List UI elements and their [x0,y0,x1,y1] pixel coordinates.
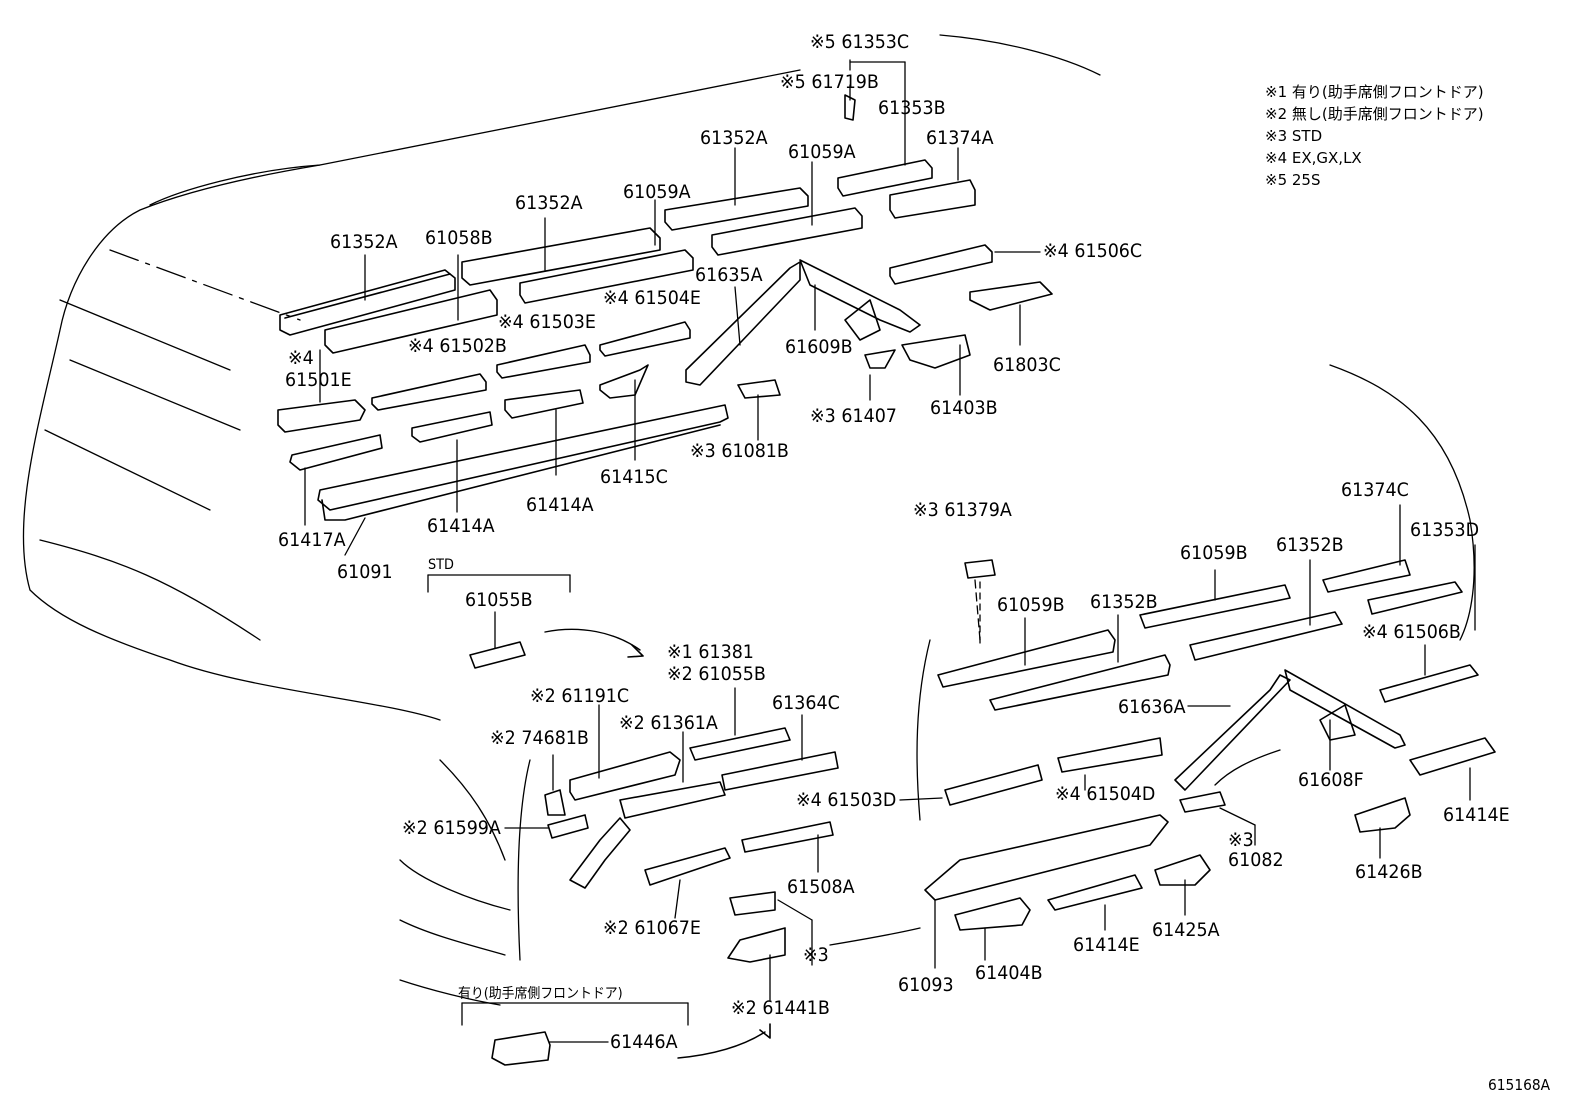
callout-61608F: 61608F [1298,769,1364,791]
callout-61082-mark: ※3 [1228,829,1254,851]
note-1: ※1 有り(助手席側フロントドア) [1265,83,1484,101]
callout-61352A-mid: 61352A [515,192,583,214]
callout-61414A-2: 61414A [427,515,495,537]
ari-bracket-label: 有り(助手席側フロントドア) [458,986,623,1002]
callout-61503D: ※4 61503D [796,789,897,811]
callout-61506C: ※4 61506C [1043,240,1143,262]
callout-61417A: 61417A [278,529,346,551]
callout-61059B-top: 61059B [1180,542,1248,564]
std-bracket-label: STD [428,557,454,573]
diagram-id: 615168A [1488,1076,1551,1094]
vehicle-body-outline [22,34,1475,1006]
callout-61506B: ※4 61506B [1362,621,1461,643]
callout-61426B: 61426B [1355,861,1423,883]
callout-61425A: 61425A [1152,919,1220,941]
callout-61501E-mark: ※4 [288,347,314,369]
callout-61504E: ※4 61504E [603,287,701,309]
callout-61719B: ※5 61719B [780,71,879,93]
callout-61352B-top: 61352B [1276,534,1344,556]
leader-lines [304,59,1476,1043]
callout-61353D: 61353D [1410,519,1480,541]
callout-61352A-left: 61352A [330,231,398,253]
callout-61415C: 61415C [600,466,668,488]
callout-61379A: ※3 61379A [913,499,1012,521]
callout-61374C: 61374C [1341,479,1409,501]
callout-61504D: ※4 61504D [1055,783,1156,805]
callout-61352A-top: 61352A [700,127,768,149]
callout-61404B: 61404B [975,962,1043,984]
callout-61502B: ※4 61502B [408,335,507,357]
callout-61093: 61093 [898,974,954,996]
callout-61055B: ※2 61055B [667,663,766,685]
callout-61381: ※1 61381 [667,641,754,663]
callout-61501E: 61501E [285,369,352,391]
callout-61414E-right: 61414E [1443,804,1510,826]
callout-61081B: ※3 61081B [690,440,789,462]
note-3: ※3 STD [1265,127,1323,145]
callout-61353C: ※5 61353C [810,31,910,53]
callout-61352B: 61352B [1090,591,1158,613]
callout-61414A-1: 61414A [526,494,594,516]
callout-61441B: ※2 61441B [731,997,830,1019]
upper-rails [277,94,1053,521]
callout-61503E: ※4 61503E [498,311,596,333]
callout-61446A: 61446A [610,1031,678,1053]
callout-61058B: 61058B [425,227,493,249]
callout-61361A: ※2 61361A [619,712,718,734]
callout-74681B: ※2 74681B [490,727,589,749]
callout-61599A: ※2 61599A [402,817,501,839]
callout-61403B: 61403B [930,397,998,419]
callout-61353B: 61353B [878,97,946,119]
callout-61082: 61082 [1228,849,1284,871]
callout-61636A: 61636A [1118,696,1186,718]
callout-61059A-mid: 61059A [623,181,691,203]
callout-61374A: 61374A [926,127,994,149]
lower-left-parts [469,628,839,1066]
callout-61059B: 61059B [997,594,1065,616]
callout-61055B-std: 61055B [465,589,533,611]
callout-61091: 61091 [337,561,393,583]
callout-61508A: 61508A [787,876,855,898]
callout-61067E: ※2 61067E [603,917,701,939]
callout-61191C: ※2 61191C [530,685,630,707]
note-5: ※5 25S [1265,171,1321,189]
callout-61609B: 61609B [785,336,853,358]
callout-mark-3: ※3 [803,944,829,966]
callout-61803C: 61803C [993,354,1061,376]
note-4: ※4 EX,GX,LX [1265,149,1362,167]
note-2: ※2 無し(助手席側フロントドア) [1265,105,1484,123]
callout-61364C: 61364C [772,692,840,714]
callout-61059A-top: 61059A [788,141,856,163]
callout-61407: ※3 61407 [810,405,897,427]
callout-61635A: 61635A [695,264,763,286]
callout-61414E-bottom: 61414E [1073,934,1140,956]
